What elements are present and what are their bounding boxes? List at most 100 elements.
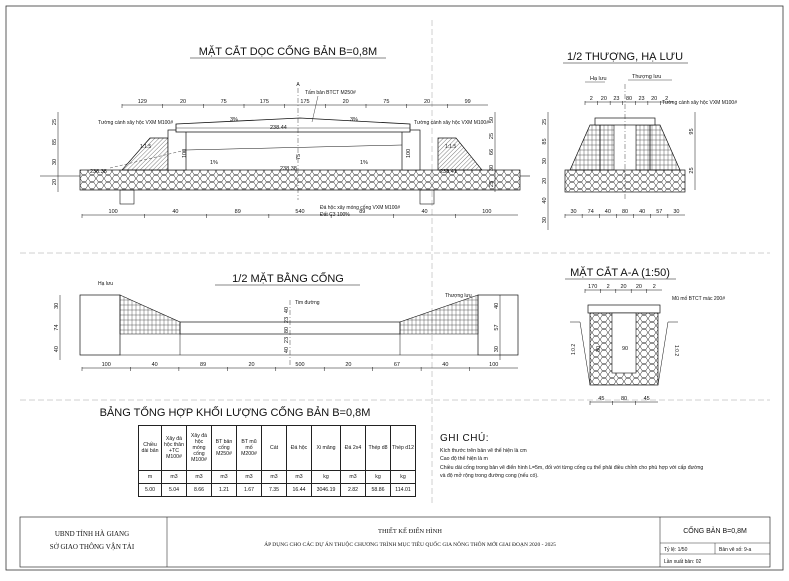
hp-center-dim-0: 40: [284, 307, 290, 313]
ls-right-dim-3: 30: [489, 165, 495, 171]
he-bottom-dim-0: 30: [571, 209, 577, 215]
table-headers-7: Xi măng: [311, 425, 341, 471]
hp-bottom-dim-4: 500: [295, 362, 304, 368]
ls-top-dim-3: 175: [260, 99, 269, 105]
table-headers-2: Xây đá hộc móng cống M100#: [186, 425, 212, 471]
elev-center-bottom: 238.38: [280, 166, 297, 172]
table-units-8: m3: [340, 470, 366, 484]
he-bottom-dim-6: 30: [673, 209, 679, 215]
aa-inner: 90: [622, 346, 628, 352]
doc-title: THIẾT KẾ ĐIỂN HÌNH: [378, 527, 442, 535]
hp-bottom-dim-6: 67: [394, 362, 400, 368]
half-plan-view: 1/2 MẶT BẰNG CỐNG Hạ lưu Thượng lưu Tim …: [54, 271, 519, 371]
note-line-4: và độ mở rộng trong đường cong (nếu có).: [440, 473, 539, 479]
hp-bottom-dim-8: 100: [489, 362, 498, 368]
notes-title: GHI CHÚ:: [440, 433, 489, 444]
aa-slope-right: 1:0.2: [673, 345, 679, 356]
he-top-dim-3: 80: [626, 96, 632, 102]
note-line-2: Cao độ thể hiện là m: [440, 456, 488, 462]
deck-slab: [175, 117, 411, 133]
ls-top-dim-4: 175: [300, 99, 309, 105]
table-values-4: 1.67: [236, 483, 262, 497]
aa-callout: Mũ mố BTCT mác 200#: [672, 296, 725, 302]
table-values-10: 114.01: [390, 483, 416, 497]
notes-block: GHI CHÚ: Kích thước trên bản vẽ thể hiện…: [440, 433, 770, 481]
ls-bottom-dim-2: 89: [235, 209, 241, 215]
he-top-dim-5: 20: [651, 96, 657, 102]
table-headers-3: BT bản cống M250#: [211, 425, 237, 471]
scale-label: Tỷ lệ: 1/50: [664, 546, 688, 553]
inner-dim-1: 100: [182, 149, 188, 158]
right-wing-wall: [437, 137, 483, 171]
aa-side: 80: [596, 346, 602, 352]
aa-slope-left: 1:0.2: [571, 344, 577, 355]
he-bottom-dim-4: 40: [639, 209, 645, 215]
hp-right-dim-2: 30: [494, 346, 500, 352]
table-headers-0: Chiều dài bản: [138, 425, 162, 471]
table-headers-8: Đá 2x4: [340, 425, 366, 471]
hp-bottom-dim-5: 20: [345, 362, 351, 368]
table-title: BẢNG TỔNG HỢP KHỐI LƯỢNG CỐNG BẢN B=0,8M: [100, 405, 371, 419]
note-line-1: Kích thước trên bản vẽ thể hiện là cm: [440, 447, 527, 454]
he-right-dim-1: 25: [689, 167, 695, 173]
ls-right-dim-1: 25: [489, 133, 495, 139]
aa-bottom-dim-0: 45: [598, 396, 604, 402]
slope-left: 1:1.5: [140, 144, 151, 150]
he-right-dim-0: 95: [689, 128, 695, 134]
callout-wall-elevation: Tường cánh xây hộc VXM M100#: [662, 100, 737, 106]
table-values-7: 3046.19: [311, 483, 341, 497]
slope-right: 1:1.5: [445, 144, 456, 150]
he-left-dim-0: 25: [542, 119, 548, 125]
he-top-dim-6: 2: [665, 96, 668, 102]
table-units-4: m3: [236, 470, 262, 484]
plan-label-centerline: Tim đường: [295, 300, 320, 306]
callout-wall-right: Tường cánh xây hộc VXM M100#: [414, 120, 489, 126]
he-bottom-dim-1: 74: [588, 209, 594, 215]
ls-left-dim-0: 25: [52, 119, 58, 125]
table-units-6: m3: [286, 470, 312, 484]
aa-top-dim-0: 170: [588, 284, 597, 290]
ls-top-dim-1: 20: [180, 99, 186, 105]
ls-bottom-dim-5: 40: [422, 209, 428, 215]
he-left-dim-1: 85: [542, 138, 548, 144]
ls-top-dim-7: 20: [424, 99, 430, 105]
drawing-number: Bản vẽ số: 9-a: [719, 547, 751, 553]
table-units-0: m: [138, 470, 162, 484]
hp-center-dim-3: 23: [284, 337, 290, 343]
table-units-3: m3: [211, 470, 237, 484]
ls-top-dim-8: 99: [465, 99, 471, 105]
hp-bottom-dim-0: 100: [102, 362, 111, 368]
table-headers-6: Đá hộc: [286, 425, 312, 471]
table-values-2: 8.66: [186, 483, 212, 497]
aa-top-dim-2: 20: [620, 284, 626, 290]
grade-mid-2: 1%: [360, 160, 368, 166]
table-headers-9: Thép d8: [365, 425, 391, 471]
callout-foundation: Đá hộc xây móng cống VXM M100#: [320, 205, 400, 211]
table-values-9: 58.86: [365, 483, 391, 497]
ls-top-dim-2: 75: [221, 99, 227, 105]
elev-right: 238.41: [440, 169, 457, 175]
ls-top-dim-6: 75: [383, 99, 389, 105]
foundation-band: [79, 169, 521, 191]
grade-top: 3%: [230, 117, 238, 123]
he-top-dim-4: 23: [639, 96, 645, 102]
table-headers-4: BT mũ mố M200#: [236, 425, 262, 471]
ls-left-dim-3: 20: [52, 179, 58, 185]
ls-bottom-dim-6: 100: [482, 209, 491, 215]
he-bottom-dim-3: 80: [622, 209, 628, 215]
he-left-dim-5: 30: [542, 217, 548, 223]
section-aa-title: MẶT CẮT A-A (1:50): [570, 266, 670, 279]
org-name-2: SỞ GIAO THÔNG VẬN TẢI: [50, 543, 135, 551]
ls-bottom-dim-3: 540: [295, 209, 304, 215]
aa-bottom-dim-1: 80: [621, 396, 627, 402]
note-line-3: Chiều dài cống trong bản vẽ điển hình L=…: [440, 464, 704, 471]
hp-left-dim-1: 74: [54, 324, 60, 330]
he-bottom-dim-5: 57: [656, 209, 662, 215]
elev-center-top: 238.44: [270, 125, 287, 131]
ls-right-dim-4: 25: [489, 181, 495, 187]
section-mark: A: [296, 82, 300, 88]
